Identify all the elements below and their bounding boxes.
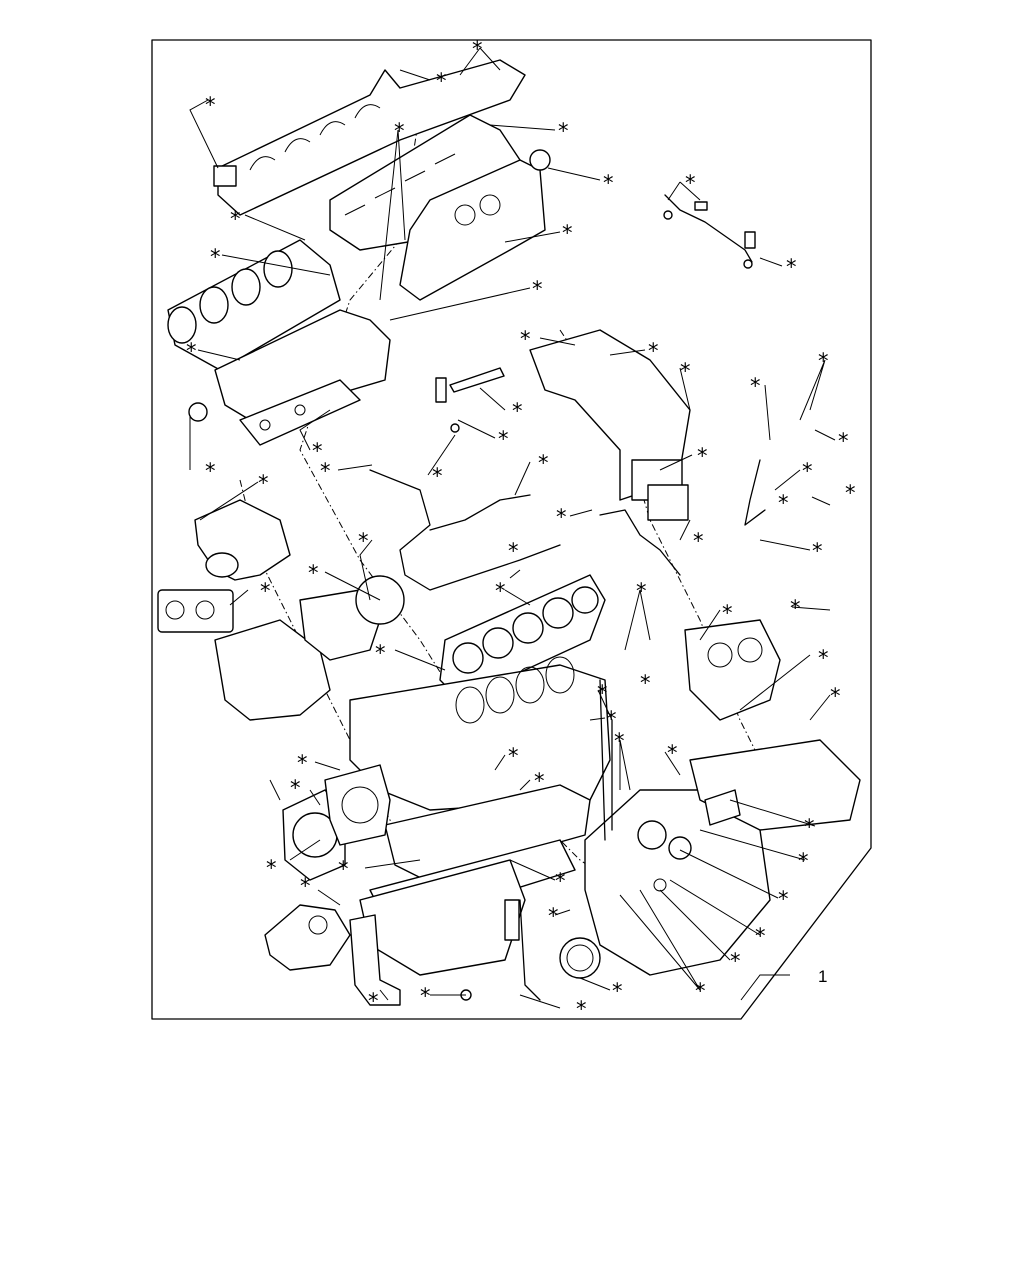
diagram-frame [151, 39, 872, 1020]
callout-marker: * [230, 207, 241, 231]
callout-marker: * [394, 119, 405, 143]
callout-marker: * [512, 399, 523, 423]
timing-cover [584, 789, 771, 976]
callout-marker: * [695, 979, 706, 1003]
block-right-side [684, 619, 781, 721]
callout-marker: * [538, 451, 549, 475]
thermostat-housing [157, 589, 234, 633]
turbo-oil-pipe [663, 194, 756, 269]
callout-marker: * [648, 339, 659, 363]
callout-marker: * [534, 769, 545, 793]
callout-marker: * [297, 751, 308, 775]
callout-marker: * [606, 707, 617, 731]
callout-marker: * [685, 171, 696, 195]
callout-marker: * [556, 505, 567, 529]
callout-marker: * [320, 459, 331, 483]
coolant-elbow [264, 904, 351, 971]
oil-cooler-pipe [599, 679, 613, 841]
callout-marker: * [614, 729, 625, 753]
callout-marker: * [838, 429, 849, 453]
callout-marker: * [436, 69, 447, 93]
water-pump-housing [194, 499, 291, 581]
callout-marker: * [790, 596, 801, 620]
callout-marker: * [532, 277, 543, 301]
callout-marker: * [205, 459, 216, 483]
callout-marker: * [640, 671, 651, 695]
leader-lines [189, 47, 836, 1009]
callout-marker: * [798, 849, 809, 873]
item-number-label: 1 [818, 967, 827, 986]
callout-marker: * [260, 579, 271, 603]
callout-marker: * [300, 874, 311, 898]
callout-marker: * [636, 579, 647, 603]
crankshaft-seal [559, 937, 601, 979]
seal-ring [188, 402, 208, 422]
cylinder-head-gasket [439, 574, 606, 701]
callout-marker: * [812, 539, 823, 563]
oil-pickup-tube [349, 914, 401, 1006]
callout-marker: * [558, 119, 569, 143]
callout-marker: * [562, 221, 573, 245]
flywheel-housing [689, 739, 861, 831]
callout-marker: * [308, 561, 319, 585]
callout-marker: * [722, 601, 733, 625]
callout-marker: * [555, 869, 566, 893]
callout-marker: * [495, 579, 506, 603]
callout-marker: * [290, 776, 301, 800]
injection-pipes [369, 459, 766, 591]
callout-marker: * [802, 459, 813, 483]
callout-marker: * [368, 989, 379, 1013]
callout-marker: * [612, 979, 623, 1003]
callout-marker: * [358, 529, 369, 553]
injector [435, 367, 505, 433]
callout-marker: * [312, 439, 323, 463]
callout-marker: * [210, 245, 221, 269]
callout-marker: * [205, 93, 216, 117]
callout-marker: * [186, 339, 197, 363]
rocker-cover [399, 149, 551, 301]
callout-marker: * [697, 444, 708, 468]
callout-marker: * [778, 491, 789, 515]
callout-markers: * * * * * * * * * * * * * * * * * * * * … [186, 37, 856, 1021]
callout-marker: * [818, 349, 829, 373]
callout-marker: * [597, 681, 608, 705]
engine-block [349, 656, 611, 811]
callout-marker: * [338, 857, 349, 881]
callout-marker: * [667, 741, 678, 765]
inlet-manifold [167, 239, 341, 371]
callout-marker: * [548, 904, 559, 928]
callout-marker: * [750, 374, 761, 398]
callout-marker: * [498, 427, 509, 451]
callout-marker: * [375, 641, 386, 665]
callout-marker: * [730, 949, 741, 973]
callout-marker: * [520, 327, 531, 351]
callout-marker: * [258, 471, 269, 495]
callout-marker: * [603, 171, 614, 195]
callout-marker: * [432, 464, 443, 488]
cylinder-head-cover [214, 309, 391, 446]
callout-marker: * [693, 529, 704, 553]
intake-elbow [529, 329, 691, 521]
callout-marker: * [472, 37, 483, 61]
callout-marker: * [266, 856, 277, 880]
bearing-cap [324, 764, 391, 846]
callout-marker: * [818, 646, 829, 670]
callout-marker: * [680, 359, 691, 383]
callout-marker: * [845, 481, 856, 505]
callout-marker: * [804, 815, 815, 839]
callout-marker: * [755, 924, 766, 948]
callout-marker: * [508, 744, 519, 768]
callout-marker: * [508, 539, 519, 563]
callout-marker: * [576, 997, 587, 1021]
exhaust-manifold [213, 59, 526, 216]
callout-marker: * [786, 255, 797, 279]
callout-marker: * [420, 984, 431, 1008]
callout-marker: * [778, 887, 789, 911]
callout-marker: * [830, 684, 841, 708]
